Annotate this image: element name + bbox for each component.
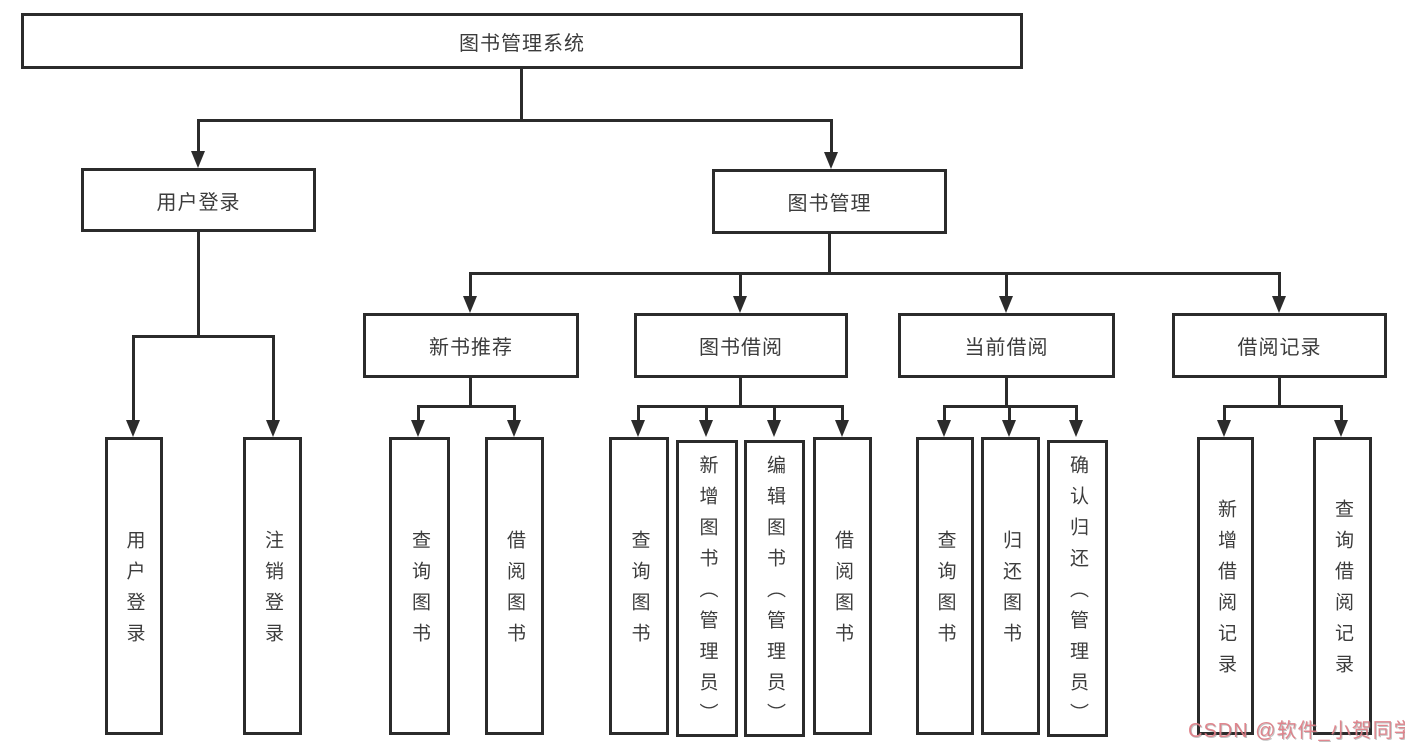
leaf-confirm-return-admin: 确认归还（管理员） — [1047, 440, 1108, 737]
leaf-borrow-books-2: 借阅图书 — [813, 437, 872, 735]
arrowhead-cb-return — [1002, 420, 1016, 437]
connector-stem-book-management — [830, 119, 833, 153]
node-user-login-label: 用户登录 — [156, 191, 241, 214]
node-root-label: 图书管理系统 — [459, 32, 585, 55]
arrowhead-nb-query — [411, 420, 425, 437]
leaf-user-login-label: 用户登录 — [123, 530, 145, 654]
node-current-borrow: 当前借阅 — [898, 313, 1115, 378]
connector-stem-new-book — [469, 272, 472, 297]
arrowhead-user-login — [191, 151, 205, 168]
connector-user-login-bar — [132, 335, 274, 338]
arrowhead-bb-add — [699, 420, 713, 437]
connector-borrow-records-bar — [1223, 405, 1343, 408]
connector-stem-user-login — [197, 119, 200, 152]
connector-stem-bb-query — [637, 405, 640, 420]
leaf-query-books-2: 查询图书 — [609, 437, 669, 735]
leaf-confirm-return-admin-label: 确认归还（管理员） — [1067, 455, 1088, 734]
leaf-query-books-3: 查询图书 — [916, 437, 974, 735]
connector-level3-bar — [470, 272, 1280, 275]
leaf-add-books-admin-label: 新增图书（管理员） — [696, 455, 718, 734]
arrowhead-leaf-user-login — [126, 420, 140, 437]
connector-new-book-bar — [417, 405, 516, 408]
leaf-add-borrow-record: 新增借阅记录 — [1197, 437, 1254, 735]
arrowhead-borrow-records — [1272, 296, 1286, 313]
arrowhead-new-book — [463, 296, 477, 313]
arrowhead-br-query — [1334, 420, 1348, 437]
node-borrow-records-label: 借阅记录 — [1237, 337, 1322, 359]
leaf-query-borrow-record-label: 查询借阅记录 — [1332, 499, 1353, 685]
connector-stem-bb-borrow — [841, 405, 844, 420]
leaf-borrow-books-1-label: 借阅图书 — [504, 530, 525, 654]
connector-book-borrow-stem2 — [739, 378, 742, 405]
connector-borrow-records-stem2 — [1278, 378, 1281, 405]
leaf-return-books-label: 归还图书 — [1000, 530, 1021, 654]
leaf-edit-books-admin: 编辑图书（管理员） — [744, 440, 805, 737]
arrowhead-leaf-logout — [266, 420, 280, 437]
leaf-user-login: 用户登录 — [105, 437, 163, 735]
connector-stem-borrow-records — [1278, 272, 1281, 297]
leaf-query-books-1-label: 查询图书 — [409, 530, 430, 654]
leaf-query-books-1: 查询图书 — [389, 437, 450, 735]
arrowhead-current-borrow — [999, 296, 1013, 313]
connector-stem-leaf-user-login — [132, 335, 135, 420]
leaf-query-books-2-label: 查询图书 — [628, 530, 650, 654]
node-new-book-recommend-label: 新书推荐 — [429, 337, 513, 359]
node-current-borrow-label: 当前借阅 — [964, 337, 1049, 359]
leaf-logout-login: 注销登录 — [243, 437, 302, 735]
connector-new-book-stem — [469, 378, 472, 405]
connector-stem-nb-query — [417, 405, 420, 420]
connector-stem-cb-confirm — [1075, 405, 1078, 420]
leaf-query-books-3-label: 查询图书 — [934, 530, 956, 654]
csdn-watermark: CSDN @软件_小贺同学 — [1188, 720, 1405, 742]
node-book-borrow: 图书借阅 — [634, 313, 848, 378]
arrowhead-cb-query — [937, 420, 951, 437]
connector-stem-bb-edit — [773, 405, 776, 420]
connector-stem-bb-add — [705, 405, 708, 420]
connector-stem-br-query — [1340, 405, 1343, 420]
connector-stem-nb-borrow — [513, 405, 516, 420]
connector-stem-book-borrow — [739, 272, 742, 297]
arrowhead-bb-edit — [767, 420, 781, 437]
leaf-return-books: 归还图书 — [981, 437, 1040, 735]
arrowhead-br-add — [1217, 420, 1231, 437]
connector-book-management-stem — [828, 234, 831, 272]
arrowhead-book-management — [824, 152, 838, 169]
leaf-borrow-books-2-label: 借阅图书 — [832, 530, 853, 654]
node-book-management-label: 图书管理 — [787, 193, 872, 215]
connector-root-stem — [520, 69, 523, 119]
leaf-logout-login-label: 注销登录 — [262, 530, 283, 654]
node-root: 图书管理系统 — [21, 13, 1023, 69]
node-user-login: 用户登录 — [81, 168, 316, 232]
node-new-book-recommend: 新书推荐 — [363, 313, 579, 378]
node-borrow-records: 借阅记录 — [1172, 313, 1387, 378]
connector-level2-bar — [197, 119, 833, 122]
arrowhead-book-borrow — [733, 296, 747, 313]
node-book-management: 图书管理 — [712, 169, 947, 234]
connector-stem-leaf-logout — [272, 335, 275, 420]
arrowhead-cb-confirm — [1069, 420, 1083, 437]
arrowhead-bb-query — [631, 420, 645, 437]
arrowhead-bb-borrow — [835, 420, 849, 437]
leaf-borrow-books-1: 借阅图书 — [485, 437, 544, 735]
connector-stem-cb-query — [943, 405, 946, 420]
connector-stem-cb-return — [1008, 405, 1011, 420]
connector-stem-current-borrow — [1005, 272, 1008, 297]
leaf-edit-books-admin-label: 编辑图书（管理员） — [764, 455, 785, 734]
arrowhead-nb-borrow — [507, 420, 521, 437]
leaf-query-borrow-record: 查询借阅记录 — [1313, 437, 1372, 735]
leaf-add-borrow-record-label: 新增借阅记录 — [1215, 499, 1236, 685]
connector-book-borrow-bar — [637, 405, 843, 408]
connector-current-borrow-stem2 — [1005, 378, 1008, 405]
leaf-add-books-admin: 新增图书（管理员） — [676, 440, 738, 737]
connector-user-login-stem — [197, 232, 200, 335]
node-book-borrow-label: 图书借阅 — [699, 337, 783, 359]
connector-stem-br-add — [1223, 405, 1226, 420]
